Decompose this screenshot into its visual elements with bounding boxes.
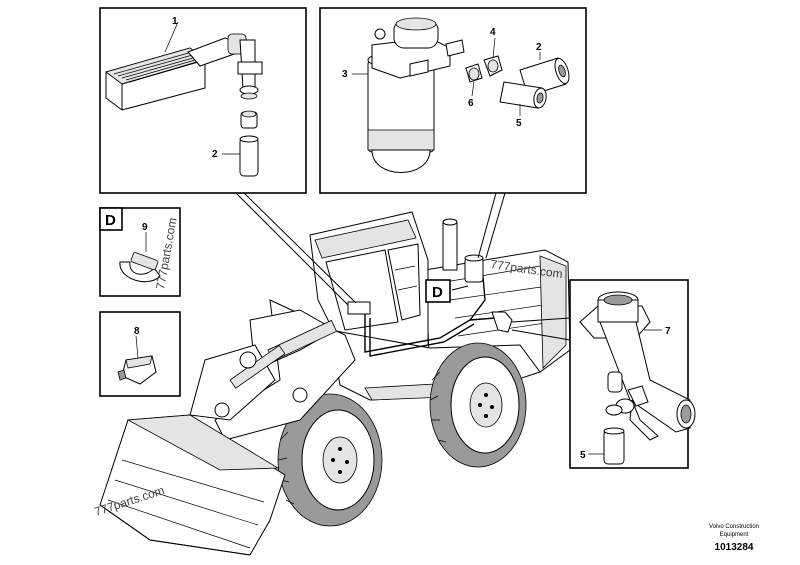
callout-2-hose-top: 2: [536, 42, 542, 53]
detail-letter-machine: D: [432, 284, 443, 301]
callout-6: 6: [468, 98, 474, 109]
detail-marker-d: D: [425, 279, 451, 303]
rear-wheel: [429, 342, 527, 468]
detail-box-elbow: 7 5: [569, 279, 696, 469]
document-number: 1013284: [715, 542, 754, 553]
company-line-2: Equipment: [720, 532, 749, 538]
callout-1: 1: [172, 16, 178, 27]
callout-2-hose-left: 2: [212, 149, 218, 160]
callout-4: 4: [490, 27, 496, 38]
callout-3: 3: [342, 69, 348, 80]
callout-9: 9: [142, 222, 148, 233]
callout-5-hose-bottom: 5: [516, 118, 522, 129]
callout-7: 7: [665, 326, 671, 337]
company-line-1: Volvo Construction: [709, 524, 759, 530]
leader-lines: [235, 192, 571, 341]
detail-box-filter: 3 4 2 6 5: [319, 7, 587, 194]
callout-8: 8: [134, 326, 140, 337]
wheel-loader: [99, 211, 571, 556]
front-wheel: [277, 393, 383, 527]
footer-credit: Volvo Construction Equipment 1013284: [709, 524, 759, 553]
callout-5-hose-right: 5: [580, 450, 586, 461]
detail-letter-box: D: [105, 212, 116, 229]
bucket: [99, 414, 286, 556]
detail-box-d: D 9 777parts.com: [99, 207, 181, 297]
detail-box-clip: 8: [99, 311, 181, 397]
detail-box-heater: 1 2: [99, 7, 307, 194]
